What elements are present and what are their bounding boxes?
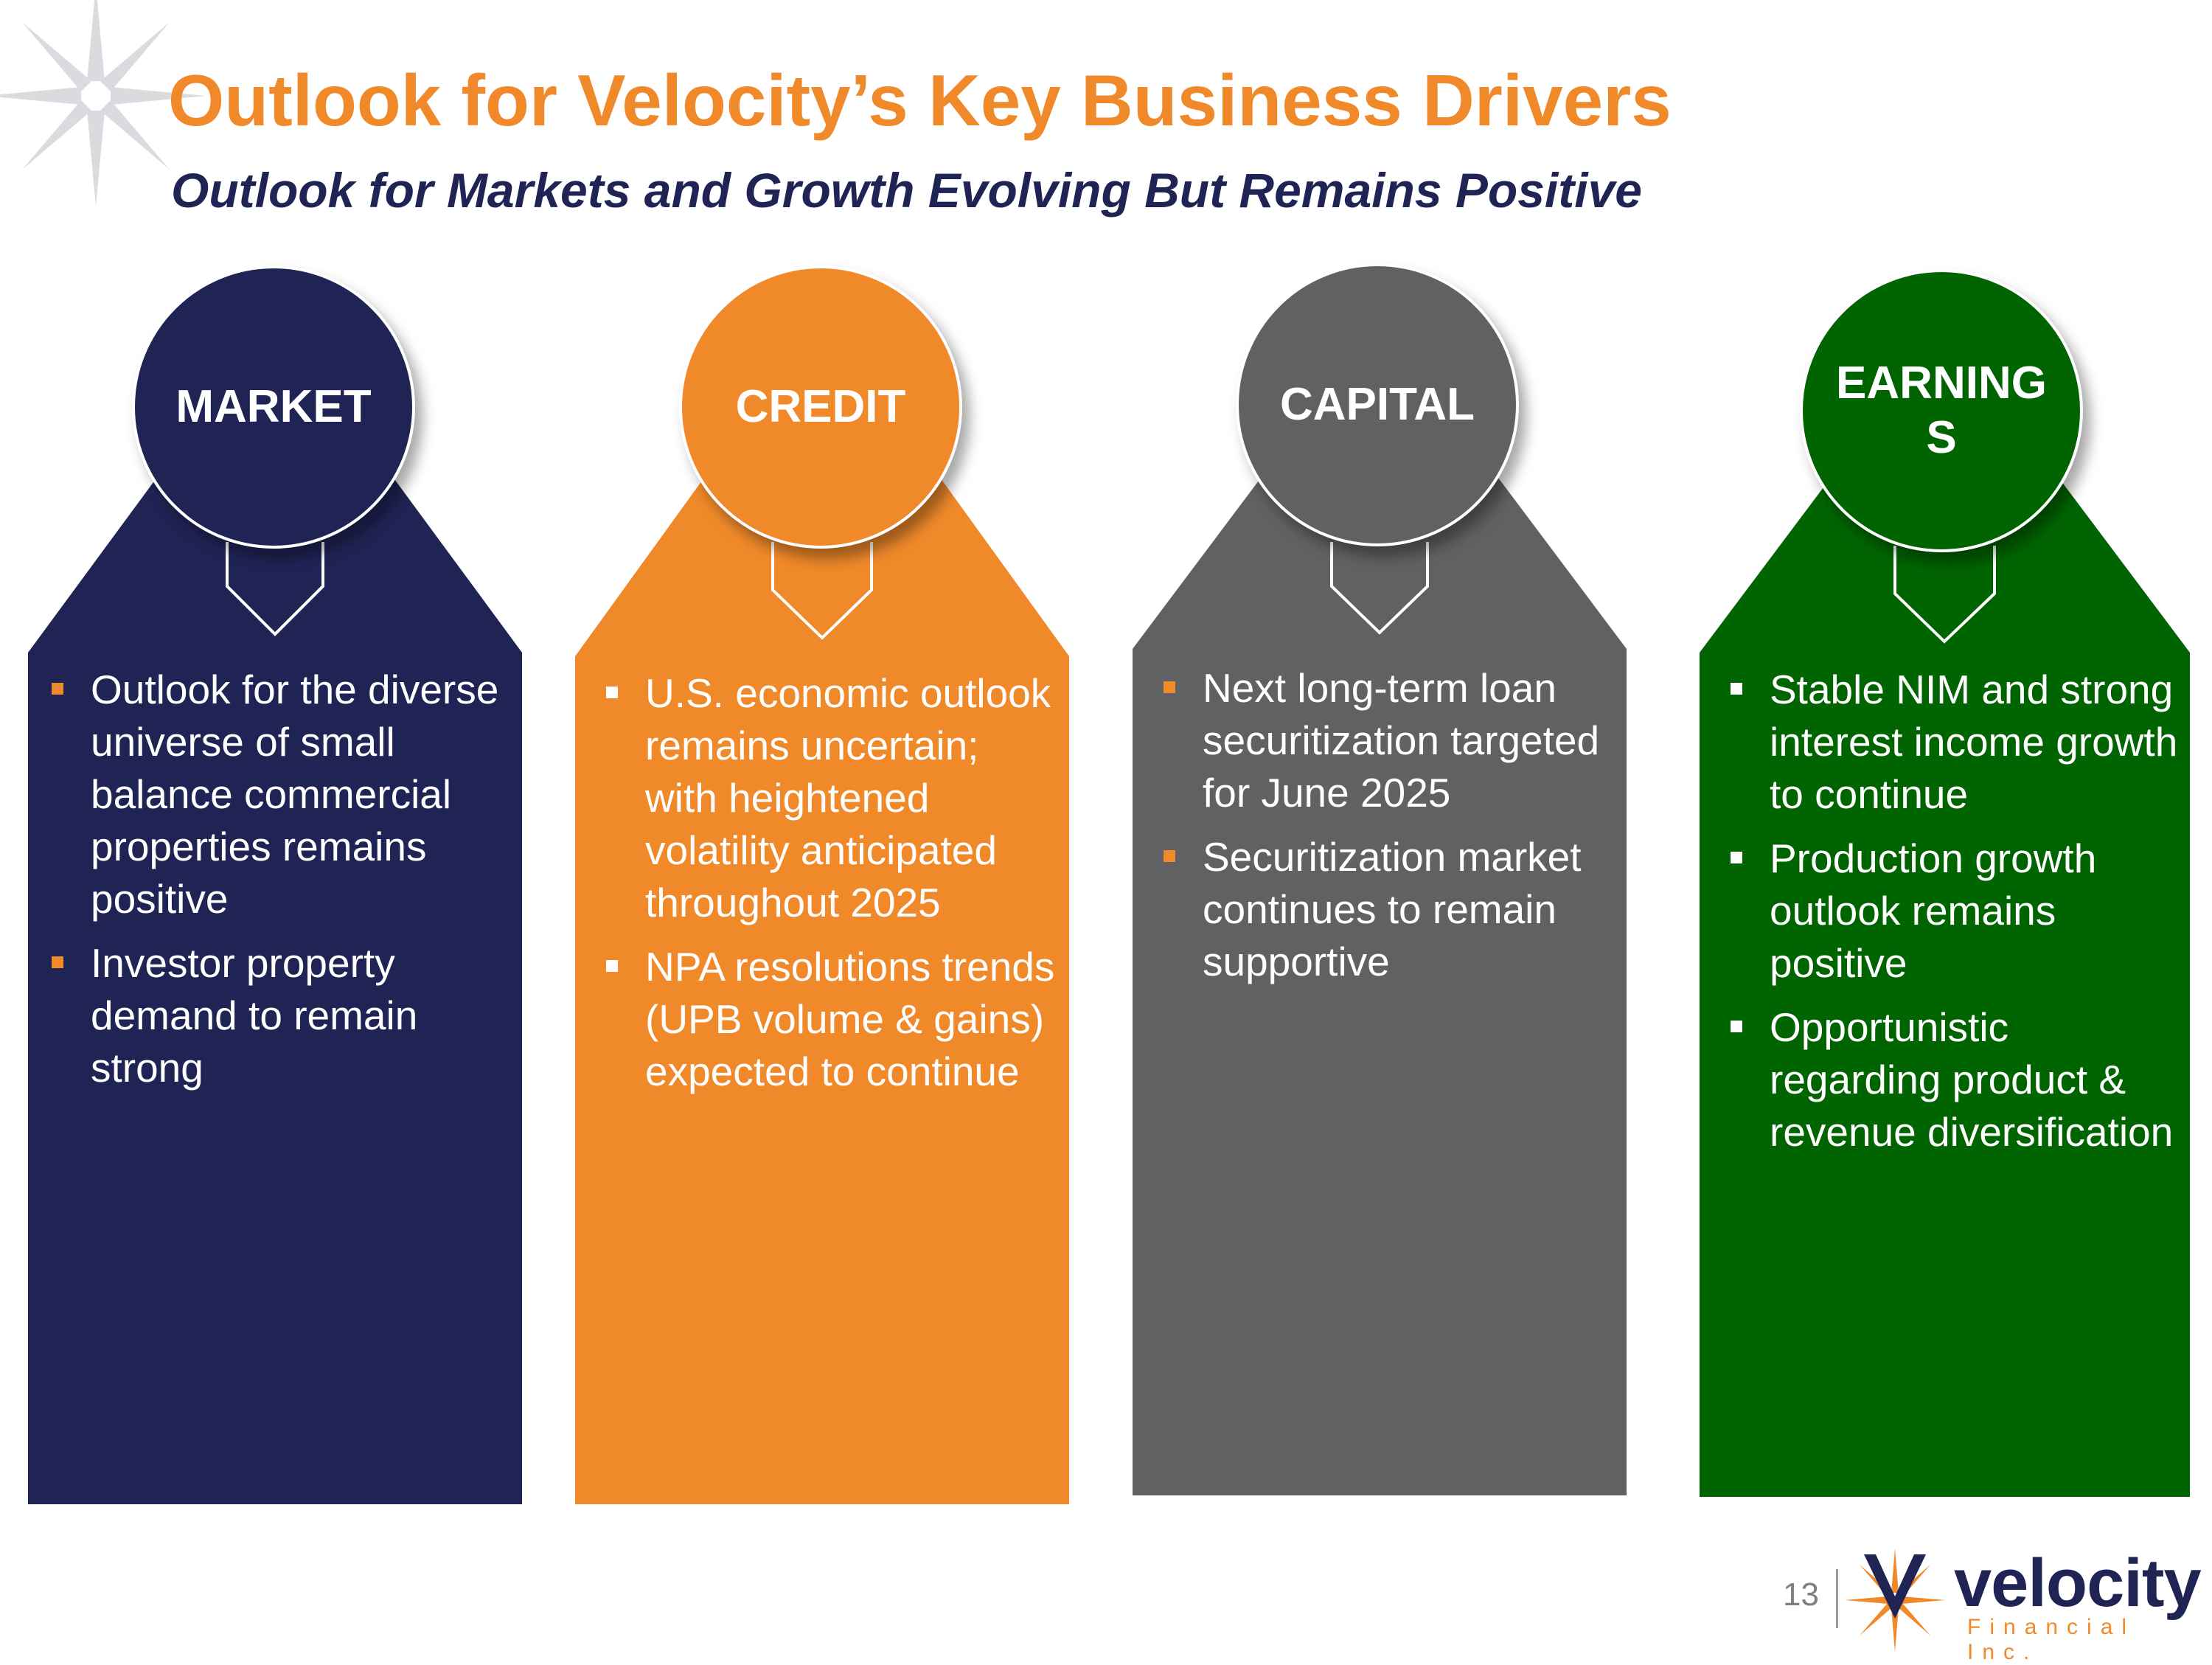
decorative-star-icon <box>0 0 206 206</box>
bullet-text: Investor property demand to remain stron… <box>91 940 418 1091</box>
list-item: Opportunistic regarding product & revenu… <box>1714 1001 2190 1158</box>
bullet-text: NPA resolutions trends (UPB volume & gai… <box>645 944 1055 1094</box>
page-subtitle: Outlook for Markets and Growth Evolving … <box>171 163 1642 218</box>
list-item: Stable NIM and strong interest income gr… <box>1714 664 2190 821</box>
market-card-shape <box>28 457 522 1504</box>
bullet-text: Stable NIM and strong interest income gr… <box>1770 667 2178 817</box>
square-bullet-icon <box>52 683 63 695</box>
bullet-text: Next long-term loan securitization targe… <box>1203 665 1600 816</box>
square-bullet-icon <box>606 686 618 698</box>
credit-circle: CREDIT <box>679 265 962 549</box>
list-item: Next long-term loan securitization targe… <box>1147 662 1623 819</box>
earnings-card: EARNINGS Stable NIM and strong interest … <box>1700 269 2190 1497</box>
capital-card-shape <box>1133 457 1627 1495</box>
credit-card: CREDIT U.S. economic outlook remains unc… <box>575 265 1069 1504</box>
capital-circle: CAPITAL <box>1236 263 1519 546</box>
page-title: Outlook for Velocity’s Key Business Driv… <box>168 60 1672 141</box>
bullet-text: U.S. economic outlook remains uncertain;… <box>645 670 1051 925</box>
velocity-logo-icon <box>1845 1548 1945 1652</box>
market-bullet-list: Outlook for the diverse universe of smal… <box>35 664 522 1106</box>
square-bullet-icon <box>606 960 618 972</box>
square-bullet-icon <box>1731 852 1742 863</box>
credit-bullet-list: U.S. economic outlook remains uncertain;… <box>590 667 1062 1110</box>
square-bullet-icon <box>52 956 63 968</box>
earnings-card-shape <box>1700 461 2190 1497</box>
square-bullet-icon <box>1731 1021 1742 1032</box>
earnings-label: EARNINGS <box>1836 357 2047 463</box>
bullet-text: Outlook for the diverse universe of smal… <box>91 667 499 922</box>
footer-divider <box>1836 1569 1838 1628</box>
bullet-text: Opportunistic regarding product & revenu… <box>1770 1004 2174 1155</box>
earnings-bullet-list: Stable NIM and strong interest income gr… <box>1714 664 2190 1170</box>
market-circle: MARKET <box>132 265 415 549</box>
capital-bullet-list: Next long-term loan securitization targe… <box>1147 662 1623 1000</box>
logo-tagline: Financial Inc. <box>1967 1615 2136 1664</box>
page-number: 13 <box>1783 1577 1819 1613</box>
list-item: NPA resolutions trends (UPB volume & gai… <box>590 941 1062 1098</box>
capital-card: CAPITAL Next long-term loan securitizati… <box>1133 263 1627 1495</box>
list-item: Securitization market continues to remai… <box>1147 831 1623 988</box>
credit-card-shape <box>575 457 1069 1504</box>
square-bullet-icon <box>1164 681 1175 693</box>
logo-wordmark: velocity <box>1954 1546 2202 1621</box>
credit-label: CREDIT <box>735 380 906 432</box>
square-bullet-icon <box>1164 850 1175 862</box>
list-item: Production growth outlook remains positi… <box>1714 832 2190 990</box>
earnings-circle: EARNINGS <box>1800 269 2083 552</box>
capital-label: CAPITAL <box>1279 378 1475 430</box>
square-bullet-icon <box>1731 683 1742 695</box>
market-card: MARKET Outlook for the diverse universe … <box>28 265 522 1504</box>
list-item: Outlook for the diverse universe of smal… <box>35 664 522 925</box>
bullet-text: Securitization market continues to remai… <box>1203 834 1582 984</box>
list-item: Investor property demand to remain stron… <box>35 937 522 1094</box>
list-item: U.S. economic outlook remains uncertain;… <box>590 667 1062 929</box>
market-label: MARKET <box>175 380 372 432</box>
bullet-text: Production growth outlook remains positi… <box>1770 835 2097 986</box>
